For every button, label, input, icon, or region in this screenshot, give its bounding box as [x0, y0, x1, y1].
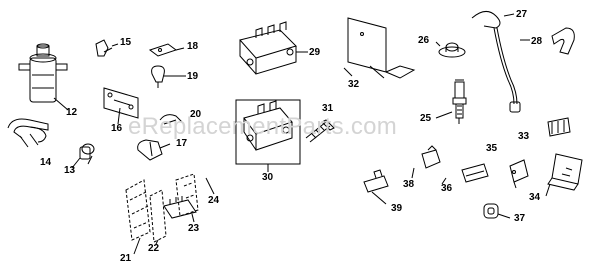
callout-39: 39	[391, 203, 403, 214]
callout-16: 16	[111, 123, 123, 134]
callout-33: 33	[518, 131, 530, 142]
callout-13: 13	[64, 165, 76, 176]
callout-34: 34	[529, 192, 541, 203]
connector-33	[547, 117, 571, 137]
callout-18: 18	[187, 41, 199, 52]
callout-25: 25	[420, 113, 432, 124]
spark-plug-lead-27	[471, 11, 521, 113]
bolt-31	[305, 119, 335, 143]
callout-22: 22	[148, 243, 160, 254]
mounting-plate-16	[103, 87, 139, 119]
terminal-boot-38	[421, 145, 441, 169]
leader-lines	[87, 39, 530, 185]
leader-lines-left	[133, 177, 215, 255]
terminal-15	[95, 39, 113, 57]
watermark: eReplacementParts.com	[128, 113, 398, 140]
terminal-block-30	[235, 99, 301, 172]
callout-20: 20	[190, 109, 202, 120]
spark-plug-boot-28	[551, 27, 575, 55]
callout-37: 37	[514, 213, 526, 224]
callout-24: 24	[208, 195, 220, 206]
connector-39	[363, 169, 389, 205]
callout-29: 29	[309, 47, 321, 58]
callout-30: 30	[262, 172, 274, 183]
clip-19	[151, 65, 165, 88]
callout-12: 12	[66, 107, 78, 118]
callout-27: 27	[516, 9, 528, 20]
callout-35: 35	[486, 143, 498, 154]
clip-17	[137, 139, 163, 161]
cover-34	[545, 153, 583, 197]
connector-35	[509, 159, 529, 189]
callout-31: 31	[322, 103, 334, 114]
terminal-block-29	[239, 21, 308, 75]
bracket-assembly-21-23	[125, 173, 199, 243]
plate-18	[148, 43, 178, 57]
callout-17: 17	[176, 138, 188, 149]
callout-36: 36	[441, 183, 453, 194]
callout-14: 14	[40, 157, 52, 168]
ignition-coil-12	[18, 43, 69, 111]
callout-26: 26	[418, 35, 430, 46]
terminal-block-23	[163, 196, 197, 223]
callout-38: 38	[403, 179, 415, 190]
callout-19: 19	[187, 71, 199, 82]
connector-36	[461, 163, 489, 183]
bracket-32	[347, 17, 416, 79]
grommet-37	[483, 203, 511, 219]
bushing-13	[71, 143, 95, 169]
spring-clip-20	[159, 114, 183, 125]
washer-26	[435, 41, 466, 58]
callout-28: 28	[531, 36, 543, 47]
callout-23: 23	[188, 223, 200, 234]
callout-32: 32	[348, 79, 360, 90]
spark-plug-25	[435, 79, 467, 124]
clamp-bracket-14	[7, 118, 49, 148]
callout-21: 21	[120, 253, 132, 264]
callout-15: 15	[120, 37, 132, 48]
